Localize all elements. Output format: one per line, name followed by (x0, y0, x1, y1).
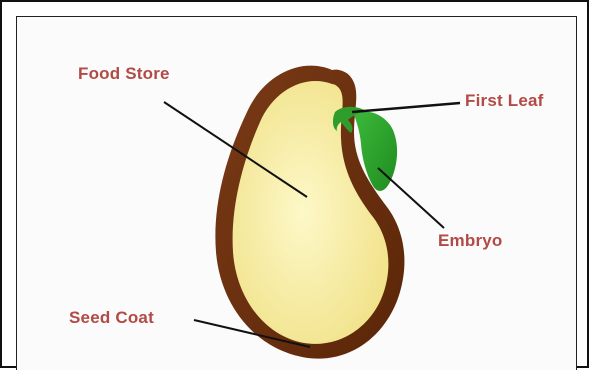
first-leaf-label: First Leaf (465, 91, 544, 111)
first-leaf-leader-line (352, 103, 460, 112)
seed-coat-label: Seed Coat (69, 308, 154, 328)
food-store-label: Food Store (78, 64, 170, 84)
embryo-label: Embryo (438, 231, 503, 251)
